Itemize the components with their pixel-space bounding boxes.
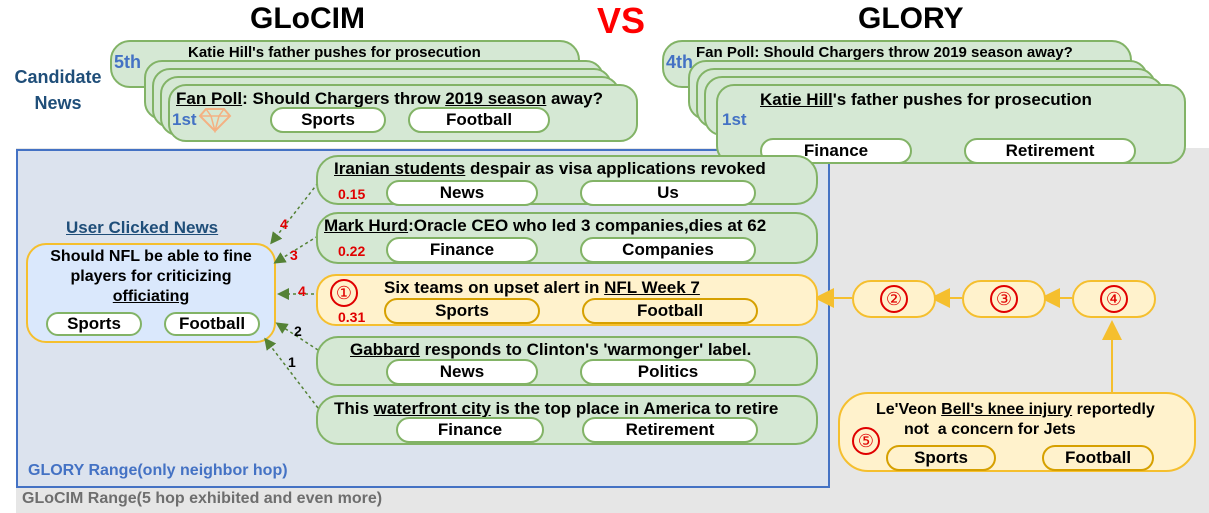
neighbor-5-title: This waterfront city is the top place in… [334,399,779,418]
user-tag-football: Football [164,312,260,336]
candidate-news-label: Candidate News [14,67,102,113]
neighbor-5-tag-b: Retirement [582,417,758,443]
glocim-range-label: GLoCIM Range(5 hop exhibited and even mo… [22,490,383,507]
neighbor-1-tag-b: Us [580,180,756,206]
yellow-edges [814,288,1122,392]
diamond-icon [198,108,232,133]
edge-weight-5: 1 [288,354,296,370]
glocim-title: GLoCIM [250,2,365,35]
neighbor-3-tag-b: Football [582,298,758,324]
hop-marker-2: ② [880,285,908,313]
edge-weight-3: 4 [298,283,306,299]
neighbor-1-tag-a: News [386,180,538,206]
glory-first-title: Katie Hill's father pushes for prosecuti… [760,90,1092,109]
neighbor-2-score: 0.22 [338,243,366,259]
neighbor-2-tag-a: Finance [386,237,538,263]
hop-marker-3: ③ [990,285,1018,313]
dashed-edges [264,182,319,409]
neighbor-2-title: Mark Hurd:Oracle CEO who led 3 companies… [324,216,767,235]
vs-label: VS [597,0,646,41]
hop-marker-5: ⑤ [852,427,880,455]
glory-top-rank: 4th [666,52,693,72]
edge-weight-1: 4 [280,216,288,232]
glory-tag-retirement: Retirement [964,138,1136,164]
user-tag-sports: Sports [46,312,142,336]
hop-marker-4: ④ [1100,285,1128,313]
glocim-first-rank: 1st [172,110,197,129]
glocim-first-title: Fan Poll: Should Chargers throw 2019 sea… [176,89,604,108]
far-news-tag-sports: Sports [886,445,996,471]
glocim-tag-sports: Sports [270,107,386,133]
glory-range-label: GLORY Range(only neighbor hop) [28,462,288,479]
neighbor-3-title: Six teams on upset alert in NFL Week 7 [384,278,700,297]
edge-weight-4: 2 [294,323,302,339]
glocim-top-rank: 5th [114,52,141,72]
edge-weight-2: 3 [290,247,298,263]
user-clicked-label: User Clicked News [66,218,219,237]
neighbor-3-tag-a: Sports [384,298,540,324]
neighbor-4-tag-a: News [386,359,538,385]
neighbor-4-tag-b: Politics [580,359,756,385]
far-news-text: Le'Veon Bell's knee injury reportedly no… [876,401,1155,438]
neighbor-4-title: Gabbard responds to Clinton's 'warmonger… [350,340,752,359]
hop-marker-1: ① [330,279,358,307]
neighbor-3-score: 0.31 [338,309,366,325]
glory-first-rank: 1st [722,110,747,129]
far-news-tag-football: Football [1042,445,1154,471]
glocim-top-title: Katie Hill's father pushes for prosecuti… [188,44,481,61]
glocim-candidate-1st [168,84,638,142]
user-clicked-news-text: Should NFL be able to fine players for c… [50,248,252,305]
neighbor-1-score: 0.15 [338,186,366,202]
glocim-tag-football: Football [408,107,550,133]
neighbor-5-tag-a: Finance [396,417,544,443]
glory-title: GLORY [858,2,964,35]
glory-top-title: Fan Poll: Should Chargers throw 2019 sea… [696,44,1073,61]
neighbor-1-title: Iranian students despair as visa applica… [334,159,766,178]
neighbor-2-tag-b: Companies [580,237,756,263]
